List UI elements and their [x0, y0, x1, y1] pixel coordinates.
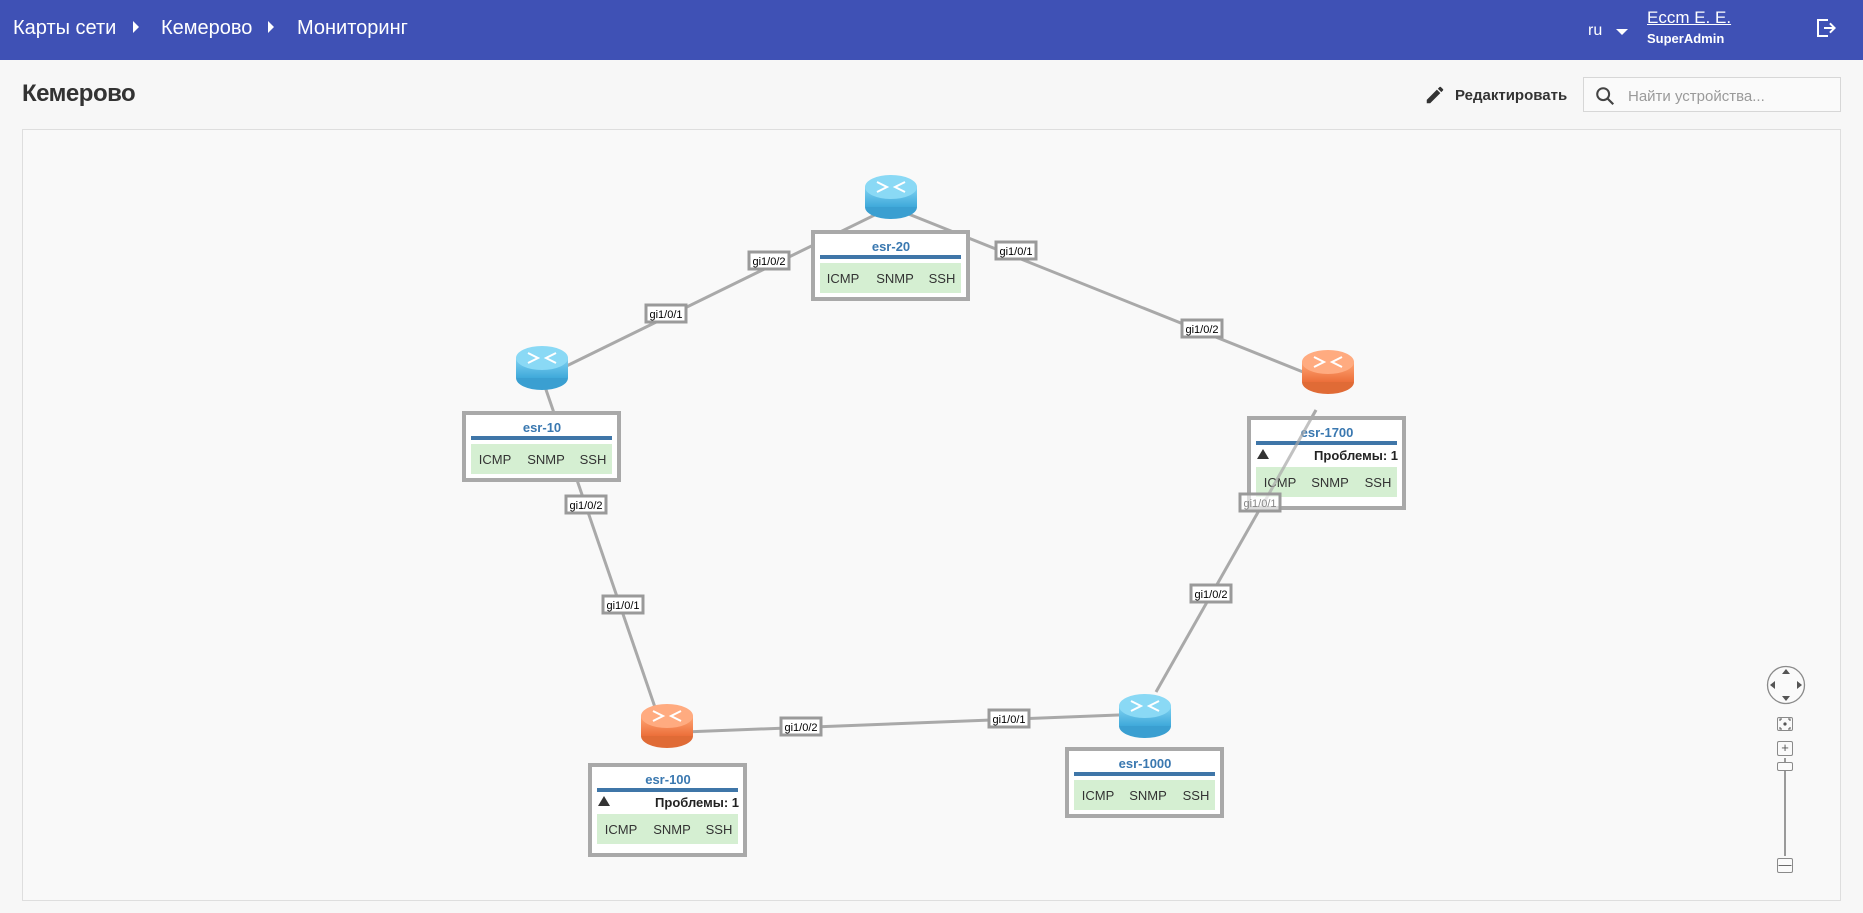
device-name: esr-10	[523, 420, 561, 435]
service-snmp: SNMP	[1129, 788, 1167, 803]
service-icmp: ICMP	[1082, 788, 1115, 803]
iface-label: gi1/0/1	[644, 303, 688, 324]
edit-button[interactable]: Редактировать	[1424, 80, 1567, 110]
iface-label: gi1/0/2	[1189, 583, 1233, 604]
device-card-esr-10[interactable]: esr-10 ICMP SNMP SSH	[462, 411, 621, 482]
device-name: esr-1000	[1119, 756, 1172, 771]
zoom-in-icon[interactable]: +	[1777, 741, 1793, 756]
zoom-slider-thumb[interactable]	[1777, 762, 1793, 771]
service-ssh: SSH	[580, 452, 607, 467]
zoom-out-icon[interactable]: —	[1777, 857, 1793, 873]
svg-text:gi1/0/1: gi1/0/1	[649, 309, 682, 321]
breadcrumb-networks[interactable]: Карты сети	[13, 17, 117, 39]
device-name: esr-1700	[1301, 425, 1354, 440]
service-icmp: ICMP	[827, 271, 860, 286]
svg-text:gi1/0/2: gi1/0/2	[784, 722, 817, 734]
device-card-esr-100[interactable]: esr-100 Проблемы: 1 ICMP SNMP SSH	[588, 763, 747, 857]
problems-count: Проблемы: 1	[1314, 448, 1398, 463]
iface-label: gi1/0/1	[994, 240, 1038, 261]
zoom-slider-track[interactable]	[1784, 758, 1786, 856]
user-role: SuperAdmin	[1647, 31, 1725, 46]
service-snmp: SNMP	[1311, 475, 1349, 490]
device-name: esr-20	[872, 239, 910, 254]
svg-text:gi1/0/1: gi1/0/1	[1243, 498, 1276, 510]
service-ssh: SSH	[1365, 475, 1392, 490]
iface-label: gi1/0/2	[1180, 318, 1224, 339]
svg-text:gi1/0/2: gi1/0/2	[752, 256, 785, 268]
svg-text:gi1/0/1: gi1/0/1	[999, 246, 1032, 258]
search-icon	[1596, 87, 1615, 106]
page-title: Кемерово	[22, 80, 136, 107]
service-ssh: SSH	[1183, 788, 1210, 803]
service-ssh: SSH	[706, 822, 733, 837]
language-select[interactable]: ru	[1588, 22, 1603, 39]
breadcrumb-city[interactable]: Кемерово	[161, 17, 253, 39]
iface-label: gi1/0/2	[779, 716, 823, 737]
network-map[interactable]: gi1/0/2 gi1/0/1 gi1/0/1 gi1/0/2 gi1/0/2 …	[22, 129, 1841, 901]
warning-icon	[1257, 449, 1269, 459]
search-input[interactable]	[1626, 84, 1835, 108]
chevron-right-icon	[268, 21, 274, 33]
user-name-link[interactable]: Еccm Е. Е.	[1647, 8, 1732, 27]
pan-icon[interactable]	[1766, 665, 1806, 705]
device-name: esr-100	[645, 772, 691, 787]
service-icmp: ICMP	[1264, 475, 1297, 490]
router-icon[interactable]	[1119, 694, 1171, 738]
top-bar: Карты сети Кемерово Мониторинг ru Еccm Е…	[0, 0, 1863, 60]
chevron-right-icon	[133, 21, 139, 33]
iface-label: gi1/0/2	[564, 494, 608, 515]
service-icmp: ICMP	[605, 822, 638, 837]
warning-icon	[598, 796, 610, 806]
service-snmp: SNMP	[527, 452, 565, 467]
service-snmp: SNMP	[876, 271, 914, 286]
edit-button-label: Редактировать	[1455, 86, 1568, 104]
chevron-down-icon[interactable]	[1616, 29, 1628, 35]
iface-label: gi1/0/2	[747, 250, 791, 271]
svg-text:gi1/0/2: gi1/0/2	[569, 500, 602, 512]
pencil-icon	[1426, 86, 1444, 104]
device-card-esr-1000[interactable]: esr-1000 ICMP SNMP SSH	[1065, 747, 1224, 818]
service-icmp: ICMP	[479, 452, 512, 467]
iface-label: gi1/0/1	[601, 594, 645, 615]
link-line	[658, 712, 1146, 735]
router-icon[interactable]	[516, 346, 568, 390]
svg-text:gi1/0/2: gi1/0/2	[1185, 324, 1218, 336]
router-icon[interactable]	[1302, 350, 1354, 394]
device-card-esr-20[interactable]: esr-20 ICMP SNMP SSH	[811, 230, 970, 301]
link-line	[1259, 409, 1318, 509]
topology-svg: gi1/0/2 gi1/0/1 gi1/0/1 gi1/0/2 gi1/0/2 …	[462, 175, 1406, 857]
iface-label: gi1/0/1	[1238, 492, 1282, 513]
fit-icon[interactable]	[1777, 717, 1793, 731]
svg-text:gi1/0/1: gi1/0/1	[992, 714, 1025, 726]
svg-text:gi1/0/1: gi1/0/1	[606, 600, 639, 612]
router-icon[interactable]	[641, 704, 693, 748]
router-icon[interactable]	[865, 175, 917, 219]
device-search	[1583, 77, 1841, 112]
iface-label: gi1/0/1	[987, 708, 1031, 729]
svg-text:gi1/0/2: gi1/0/2	[1194, 589, 1227, 601]
service-snmp: SNMP	[653, 822, 691, 837]
service-ssh: SSH	[929, 271, 956, 286]
problems-count: Проблемы: 1	[655, 795, 739, 810]
breadcrumb-monitoring[interactable]: Мониторинг	[297, 17, 408, 39]
logout-icon[interactable]	[1814, 16, 1838, 40]
